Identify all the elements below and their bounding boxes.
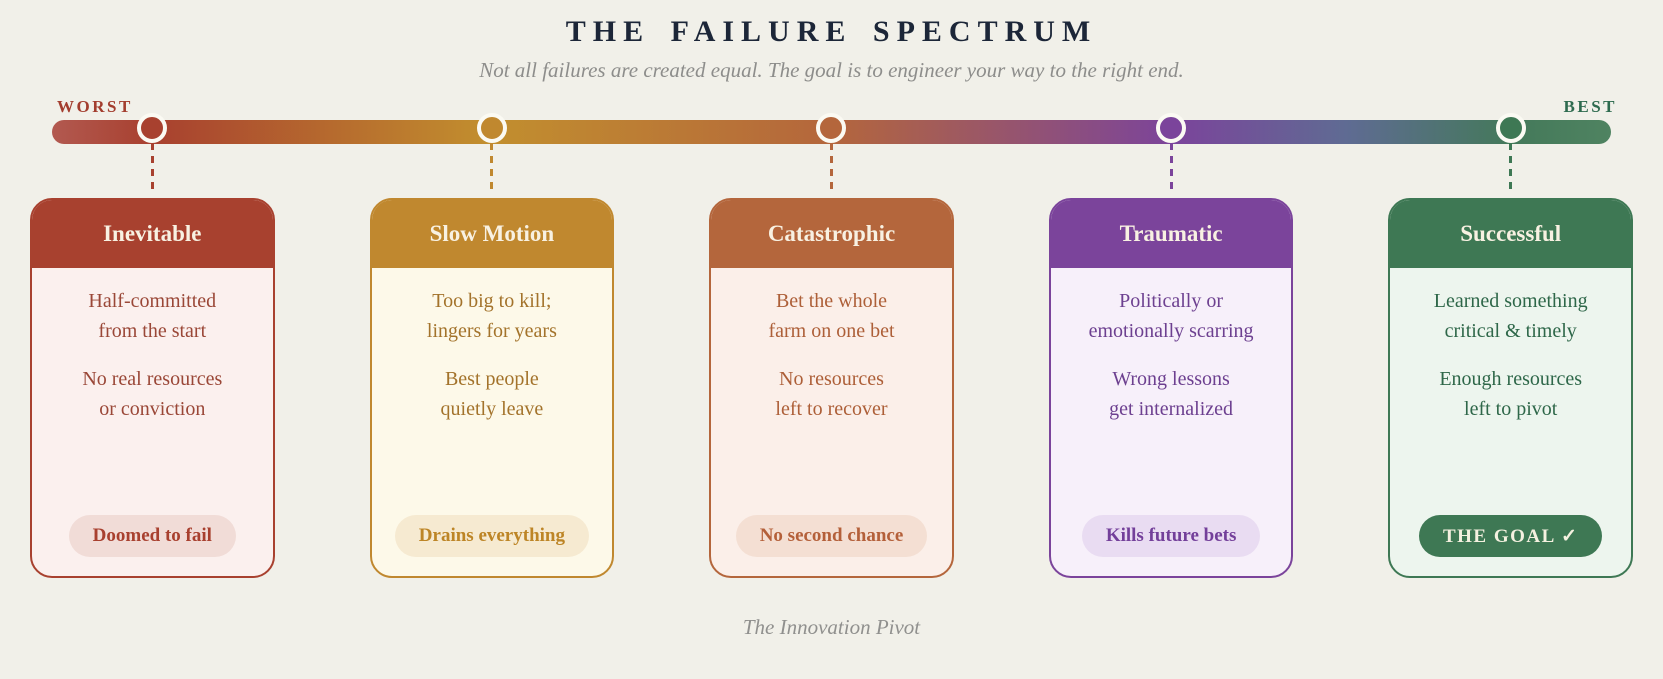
timeline-node-traumatic [1156, 113, 1187, 143]
worst-label: WORST [57, 97, 133, 116]
stage-card-traumatic: Traumatic Politically or emotionally sca… [1048, 198, 1294, 578]
timeline-node-inevitable [137, 113, 168, 143]
stage-card-successful: Successful Learned something critical & … [1388, 198, 1633, 578]
stage-card-header: Inevitable [32, 200, 273, 268]
timeline-node-slow-motion [476, 113, 507, 143]
stage-card-body: Politically or emotionally scarring Wron… [1051, 268, 1292, 576]
stage-card-slow-motion: Slow Motion Too big to kill; lingers for… [369, 198, 615, 578]
stage-point: Wrong lessons get internalized [1109, 368, 1233, 420]
connector-line [490, 143, 494, 190]
stage-card-body: Bet the whole farm on one bet No resourc… [711, 268, 952, 576]
stage-point: Best people quietly leave [440, 368, 544, 420]
stage-point: No real resources or conviction [82, 368, 223, 420]
stage-card-header: Traumatic [1050, 200, 1292, 268]
page-subtitle: Not all failures are created equal. The … [479, 58, 1184, 82]
stage-point: Half-committed from the start [88, 290, 217, 342]
stage-card-body: Learned something critical & timely Enou… [1390, 268, 1631, 576]
stage-badge: Doomed to fail [68, 515, 236, 557]
stage-badge: Drains everything [394, 515, 589, 557]
timeline-nodes-row [30, 94, 1633, 190]
stage-card-catastrophic: Catastrophic Bet the whole farm on one b… [709, 198, 954, 578]
stage-card-body: Half-committed from the start No real re… [32, 268, 273, 576]
stage-badge-goal: THE GOAL ✓ [1418, 515, 1603, 557]
connector-line [1169, 143, 1173, 190]
stage-badge: Kills future bets [1081, 515, 1261, 557]
stage-point: No resources left to recover [775, 368, 888, 420]
best-label: BEST [1563, 97, 1617, 116]
spectrum-timeline: WORST BEST [0, 94, 1663, 198]
connector-line [1509, 143, 1513, 190]
stage-point: Bet the whole farm on one bet [768, 290, 895, 342]
stage-card-header: Slow Motion [371, 200, 613, 268]
stage-card-header: Successful [1390, 200, 1631, 268]
stage-cards-row: Inevitable Half-committed from the start… [0, 198, 1663, 578]
footer-caption: The Innovation Pivot [742, 615, 921, 639]
stage-card-header: Catastrophic [711, 200, 952, 268]
timeline-node-catastrophic [816, 113, 847, 143]
stage-point: Enough resources left to pivot [1439, 368, 1583, 420]
connector-line [829, 143, 833, 190]
stage-point: Too big to kill; lingers for years [426, 290, 557, 342]
stage-point: Politically or emotionally scarring [1088, 290, 1254, 342]
page-title: THE FAILURE SPECTRUM [565, 15, 1098, 48]
timeline-node-successful [1495, 113, 1526, 143]
stage-badge: No second chance [735, 515, 928, 557]
stage-card-inevitable: Inevitable Half-committed from the start… [30, 198, 275, 578]
stage-point: Learned something critical & timely [1433, 290, 1588, 342]
stage-card-body: Too big to kill; lingers for years Best … [372, 268, 613, 576]
connector-line [150, 143, 154, 190]
